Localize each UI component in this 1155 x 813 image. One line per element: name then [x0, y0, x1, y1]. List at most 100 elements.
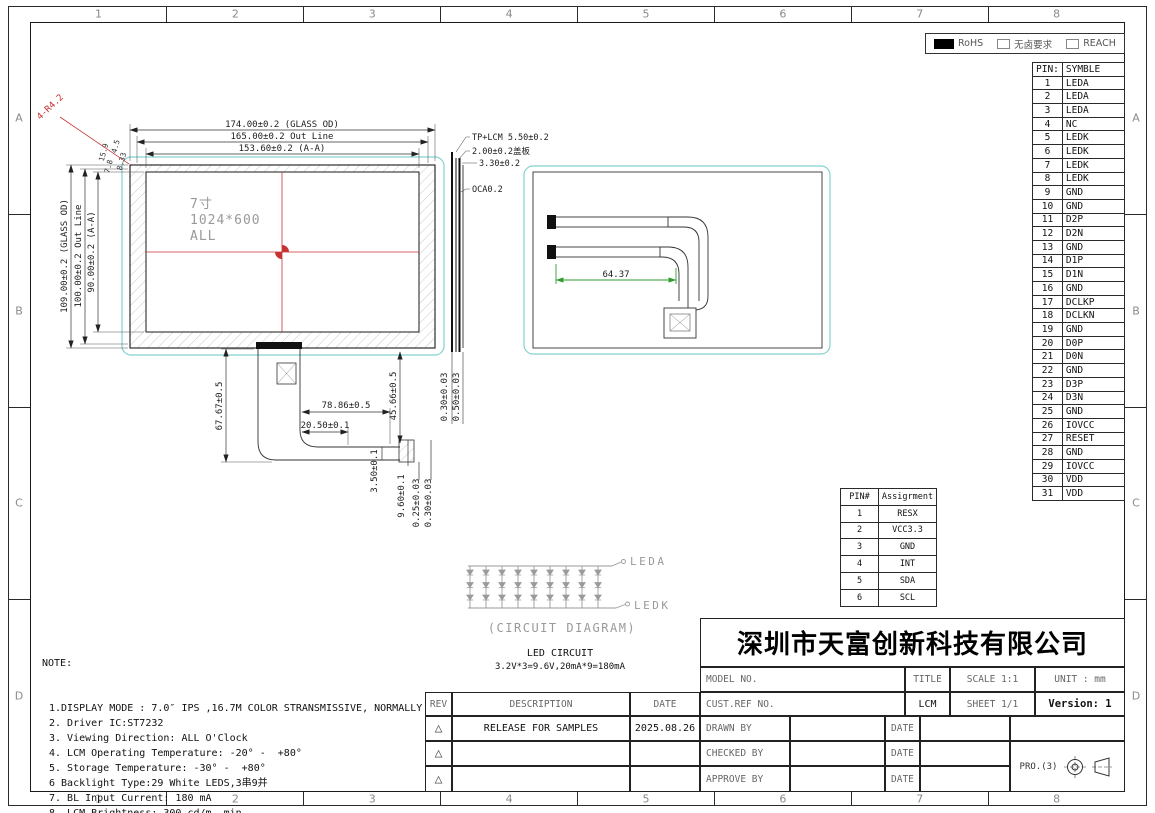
zone-col-bottom: 7 — [916, 792, 924, 806]
table-cell: 11 — [1032, 212, 1063, 228]
table-cell: D1P — [1061, 253, 1125, 269]
rev-marker-icon: △ — [425, 716, 452, 741]
led-diode-icon — [482, 594, 490, 601]
table-cell: 12 — [1032, 226, 1063, 241]
circuit-title: LED CIRCUIT — [527, 648, 593, 659]
drawn-date-value — [920, 716, 1010, 741]
led-diode-icon — [562, 582, 570, 589]
table-cell: LEDK — [1061, 157, 1125, 173]
drawn-by-label: DRAWN BY — [700, 716, 790, 741]
revision-date-empty — [630, 766, 700, 792]
table-cell: GND — [1061, 185, 1125, 200]
table-cell: LEDA — [1061, 103, 1125, 118]
table-cell: GND — [1061, 198, 1125, 214]
table-cell: GND — [1061, 281, 1125, 296]
revision-description: RELEASE FOR SAMPLES — [452, 716, 630, 741]
table-cell: GND — [1061, 239, 1125, 255]
led-circuit-diagram: LEDA LEDK (CIRCUIT DIAGRAM) LED CIRCUIT … — [466, 555, 668, 672]
spare-cell — [1010, 716, 1125, 741]
stack-label: 2.00±0.2盖板 — [472, 146, 530, 157]
zone-col-top: 8 — [1053, 7, 1061, 21]
notes-title: NOTE: — [42, 658, 73, 669]
third-angle-projection-icon — [1064, 755, 1113, 778]
led-diode-icon — [530, 582, 538, 589]
zone-tick — [577, 7, 578, 22]
zone-tick — [713, 7, 715, 22]
table-cell: 5 — [840, 571, 879, 590]
unchecked-box-icon — [997, 38, 1011, 49]
notes-lines: 1.DISPLAY MODE : 7.0″ IPS ,16.7M COLOR S… — [42, 701, 458, 813]
table-cell: 29 — [1032, 458, 1063, 474]
led-diode-icon — [514, 569, 522, 576]
zone-tick — [1125, 599, 1146, 600]
panel-all-label: ALL — [190, 229, 216, 244]
zone-row-right: D — [1131, 689, 1141, 703]
table-cell: GND — [1061, 404, 1125, 419]
tail-connector — [398, 439, 415, 463]
dim-label: 174.00±0.2 (GLASS OD) — [225, 120, 339, 130]
zone-row-left: D — [14, 689, 24, 703]
zone-row-left: C — [15, 496, 23, 510]
stack-label: OCA0.2 — [472, 185, 503, 195]
approve-by-label: APPROVE BY — [700, 766, 790, 792]
led-diode-icon — [466, 582, 474, 589]
table-cell: 1 — [1032, 75, 1063, 91]
table-cell: D0N — [1061, 349, 1125, 365]
center-mark-icon — [275, 245, 289, 259]
rev-marker-icon: △ — [425, 766, 452, 792]
led-diode-icon — [594, 582, 602, 589]
zone-tick — [850, 7, 852, 22]
table-cell: DCLKN — [1061, 308, 1125, 324]
table-cell: VDD — [1061, 486, 1125, 501]
checked-date-value — [920, 741, 1010, 766]
table-cell: GND — [1061, 322, 1125, 337]
zone-col-top: 5 — [642, 7, 650, 21]
table-cell: 3 — [1032, 103, 1063, 118]
table-cell: 23 — [1032, 376, 1063, 392]
table-cell: GND — [1061, 445, 1125, 460]
rohs-item: REACH — [1066, 38, 1116, 49]
anode-label: LEDA — [630, 555, 667, 568]
dim-label: 153.60±0.2 (A-A) — [239, 144, 326, 154]
table-cell: GND — [1061, 363, 1125, 378]
table-cell: 3 — [840, 538, 879, 557]
table-cell: LEDA — [1061, 75, 1125, 91]
stack-label: TP+LCM 5.50±0.2 — [472, 133, 549, 143]
table-cell: VCC3.3 — [878, 521, 937, 540]
table-cell: D3N — [1061, 390, 1125, 406]
notes-block: NOTE: 1.DISPLAY MODE : 7.0″ IPS ,16.7M C… — [42, 626, 458, 813]
zone-row-right: A — [1132, 111, 1140, 125]
panel-resolution-label: 1024*600 — [190, 213, 261, 228]
table-cell: 2 — [840, 521, 879, 540]
table-cell: 10 — [1032, 198, 1063, 214]
table-cell: 6 — [1032, 144, 1063, 159]
table-cell: 24 — [1032, 390, 1063, 406]
revision-date-empty — [630, 741, 700, 766]
note-line: 3. Viewing Direction: ALL O'Clock — [49, 733, 248, 744]
header-row: PIN#Assigrment — [840, 488, 937, 506]
checked-box-icon — [934, 38, 954, 49]
table-cell: D2N — [1061, 226, 1125, 241]
height-dimensions: 109.00±0.2 (GLASS OD) 100.00±0.2 Out Lin… — [60, 164, 144, 349]
projection-label: PRO.(3) — [1019, 761, 1058, 772]
led-diode-icon — [562, 594, 570, 601]
fpc-detail-view: 64.37 — [523, 165, 831, 355]
note-line: 2. Driver IC:ST7232 — [49, 718, 164, 729]
